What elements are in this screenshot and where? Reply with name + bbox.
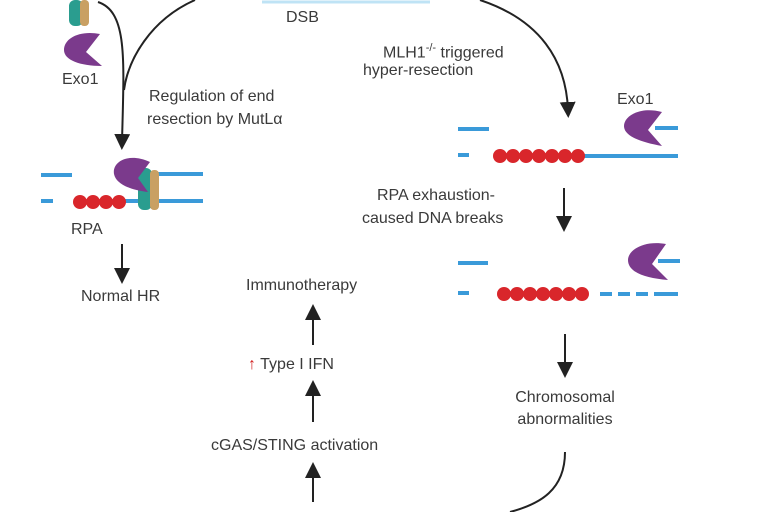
exo1-icon-right [624,110,662,146]
regulation-label-line2: resection by MutLα [147,111,283,128]
hyper-resection-label: hyper-resection [363,62,474,79]
arrow-chromosomal-to-cgas [509,451,566,512]
rpa-exhaustion-line1: RPA exhaustion- [377,187,495,204]
mutl-alpha-protein-top [69,0,89,26]
dsb-label: DSB [286,9,319,26]
cgas-sting-label: cGAS/STING activation [211,437,379,454]
exo1-icon-top-left [64,32,102,66]
normal-hr-label: Normal HR [81,288,161,305]
exo1-icon-broken [628,243,668,280]
arrow-dsb-to-hyper [479,0,576,118]
regulation-label-line1: Regulation of end [149,88,275,105]
exo1-label-right: Exo1 [617,91,654,108]
exo1-icon-left-complex [113,157,150,192]
rpa-label: RPA [71,221,103,238]
type-i-ifn-text: Type I IFN [260,356,334,373]
rpa-exhaustion-line2: caused DNA breaks [362,210,504,227]
increase-arrow-icon: ↑ [248,356,256,373]
type-i-ifn-label: ↑ Type I IFN [248,355,334,375]
arrow-exo1-to-normal [97,1,131,150]
arrow-dsb-to-normal [123,0,196,91]
immunotherapy-label: Immunotherapy [246,277,358,294]
broken-dna [458,259,680,301]
exo1-label-top-left: Exo1 [62,71,99,88]
chromosomal-label-line1: Chromosomal [515,389,615,406]
mlh1-label: MLH1-/- triggered [383,38,504,63]
mlh1-genotype: -/- [425,42,437,54]
mlh1-gene: MLH1 [383,44,426,62]
hyper-resection-dna [458,126,678,163]
mlh1-triggered: triggered [436,44,504,62]
chromosomal-label-line2: abnormalities [517,411,613,428]
